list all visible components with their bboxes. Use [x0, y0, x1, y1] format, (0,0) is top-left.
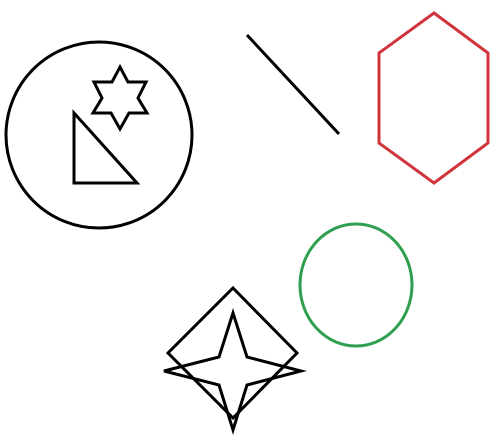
diagonal-line [245, 33, 341, 136]
green-circle [298, 222, 414, 348]
large-circle [4, 40, 194, 230]
diamond [165, 285, 300, 421]
six-pointed-star [90, 63, 150, 133]
right-triangle [72, 109, 141, 185]
hexagon [377, 11, 490, 185]
four-pointed-star [163, 308, 307, 436]
